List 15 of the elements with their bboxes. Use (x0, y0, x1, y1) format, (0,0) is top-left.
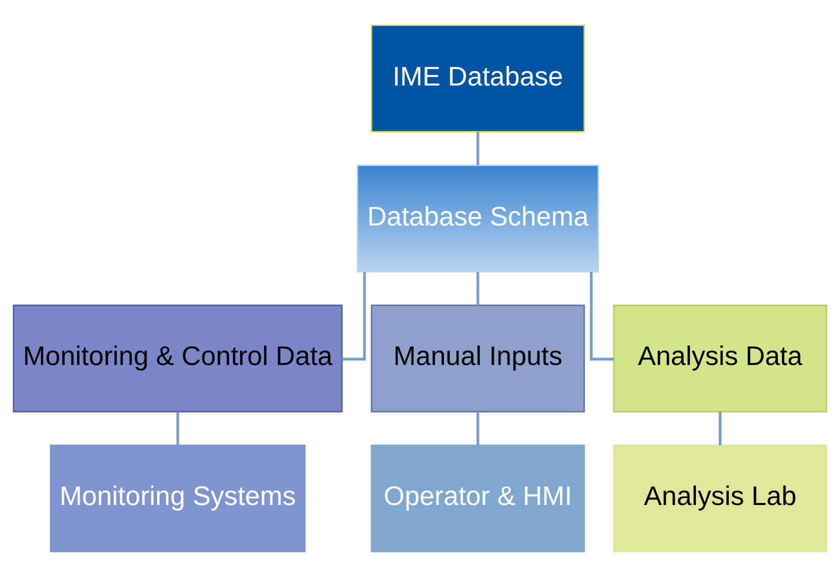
node-box: Analysis Data (613, 304, 828, 412)
node-box: Monitoring & Control Data (12, 304, 343, 412)
connector (476, 412, 480, 446)
connector (176, 412, 180, 446)
connector (476, 132, 480, 166)
node-box: Analysis Lab (613, 444, 828, 552)
connector (342, 272, 366, 360)
connector (590, 272, 614, 360)
node-box: IME Database (370, 24, 585, 132)
connector (718, 412, 722, 446)
node-box: Database Schema (356, 164, 599, 272)
connector (476, 272, 480, 306)
node-box: Operator & HMI (370, 444, 585, 552)
node-box: Manual Inputs (370, 304, 585, 412)
node-box: Monitoring Systems (50, 444, 306, 552)
